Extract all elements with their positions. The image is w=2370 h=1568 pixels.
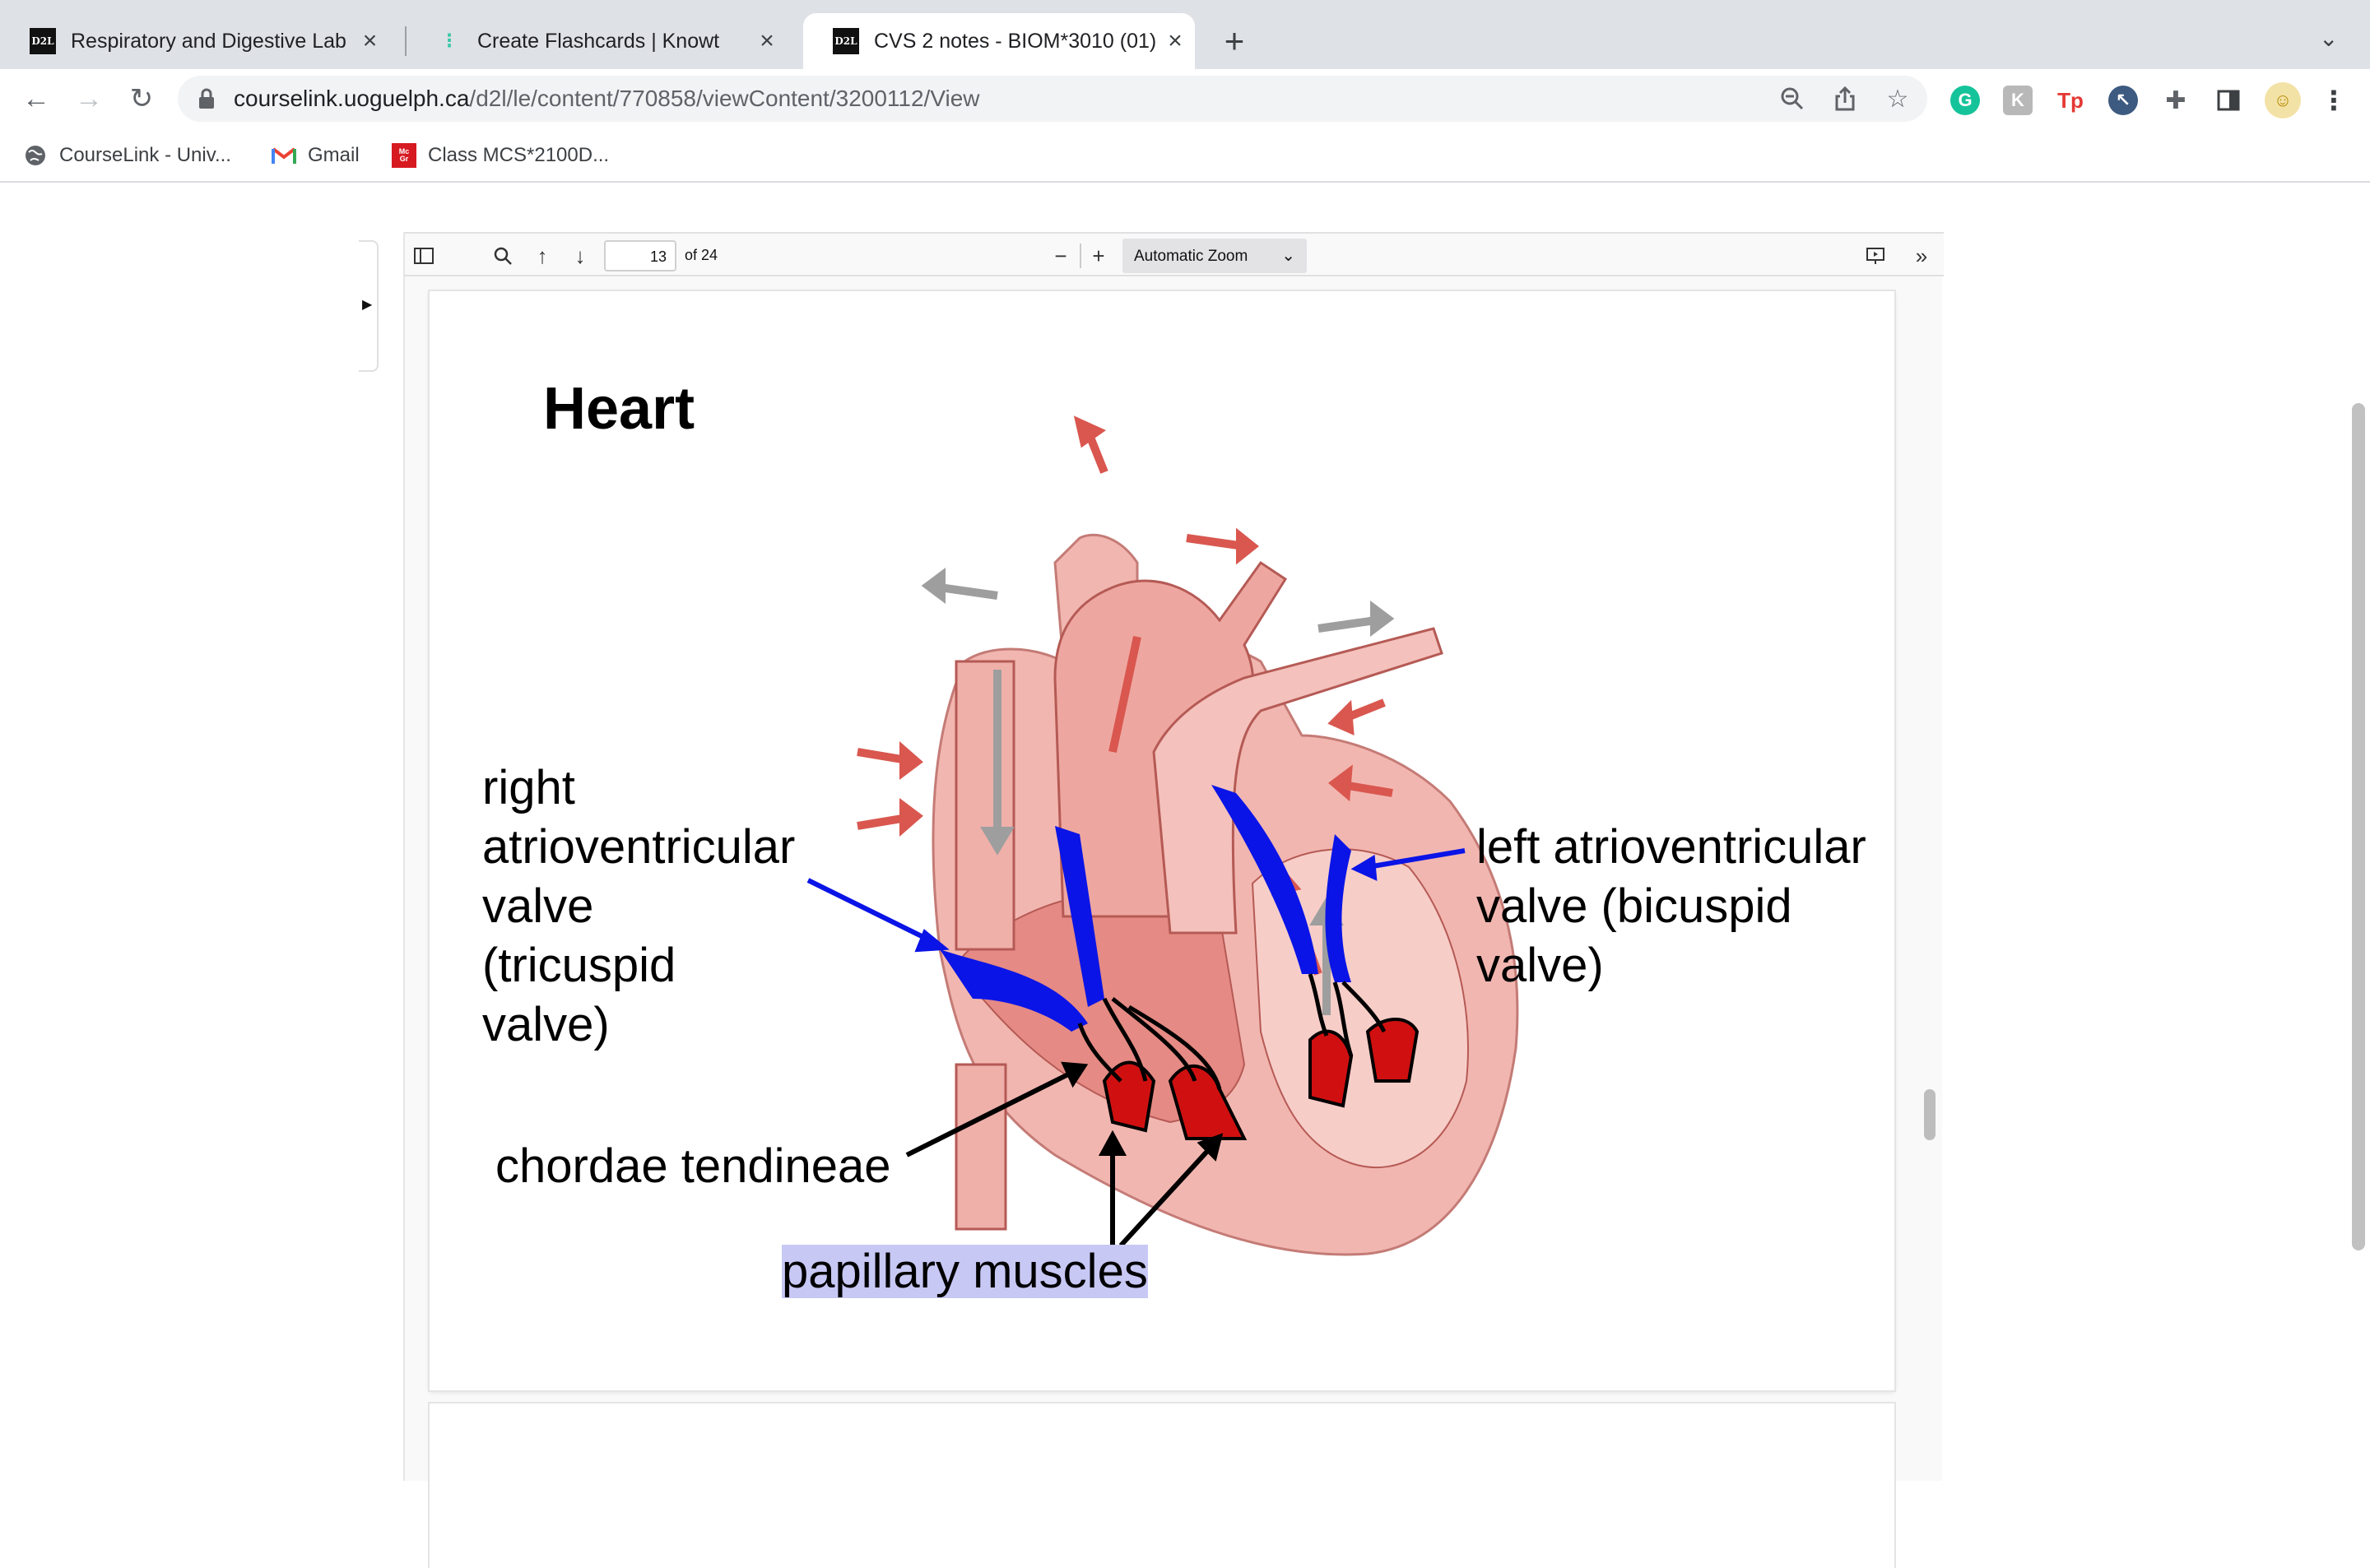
chevron-down-icon[interactable]: ⌄ [2319,26,2339,51]
label-line: (tricuspid [482,939,676,992]
pdf-scrollbar-thumb[interactable] [1924,1089,1936,1140]
next-page-icon[interactable]: ↓ [574,243,586,268]
zoom-select[interactable]: Automatic Zoom ⌄ [1122,239,1307,273]
label-line: right [482,761,575,814]
tab-cvs-notes[interactable]: D2L CVS 2 notes - BIOM*3010 (01) × [803,13,1195,69]
tab-title: Respiratory and Digestive Lab [71,29,346,53]
heart-diagram [806,415,1519,1256]
page-title: Heart [543,376,695,442]
chordae-tendineae-lines [1077,973,1387,1090]
cursor-extension-icon[interactable]: ↖ [2108,86,2138,115]
bookmark-label: CourseLink - Univ... [59,144,231,166]
zoom-out-icon[interactable]: − [1054,243,1067,268]
bookmark-star-icon[interactable]: ☆ [1886,85,1909,113]
papillary-muscle-left-2 [1365,1018,1420,1083]
superior-vena-cava [955,660,1015,951]
tab-respiratory-lab[interactable]: D2L Respiratory and Digestive Lab × [0,13,402,69]
zoom-value: Automatic Zoom [1134,248,1248,265]
label-line: left atrioventricular [1476,820,1866,874]
valve-annotation-arrows [806,848,1466,953]
sidebar-toggle-icon[interactable] [410,242,438,270]
forward-arrow-icon[interactable]: → [75,82,103,114]
page-scrollbar-thumb[interactable] [2352,403,2365,1250]
previous-page-icon[interactable]: ↑ [537,243,548,268]
tab-strip: D2L Respiratory and Digestive Lab × ⁝ Cr… [0,0,2370,69]
label-line: valve (bicuspid [1476,879,1792,933]
label-line: atrioventricular [482,820,796,874]
tab-title: CVS 2 notes - BIOM*3010 (01) [874,29,1157,53]
inferior-vena-cava [955,1063,1007,1231]
bookmark-label: Class MCS*2100D... [428,144,610,166]
back-arrow-icon[interactable]: ← [22,82,50,114]
share-icon[interactable] [1830,84,1860,114]
grammarly-icon[interactable]: G [1950,86,1980,115]
gmail-icon [272,143,296,168]
label-line: valve) [482,998,610,1051]
annotation-arrows [905,1061,1224,1248]
d2l-favicon-icon: D2L [30,28,56,54]
pulmonary-trunk [1152,627,1443,935]
address-bar[interactable]: courselink.uoguelph.ca/d2l/le/content/77… [178,76,1927,122]
side-panel-icon[interactable] [2214,86,2243,115]
page-number-input[interactable]: 13 [604,240,676,271]
sidebar-toggle[interactable]: ▶ [359,240,379,372]
page-content: ▶ ↑ ↓ 13 of 24 − + Automatic Zoom ⌄ » Hea… [0,183,2370,1568]
right-ventricle [955,891,1246,1124]
mitral-valve-cusp-2 [1325,834,1351,982]
pulmonary-valve-cusp [1055,826,1104,1007]
tp-extension-icon[interactable]: Tp [2057,87,2084,113]
label-chordae-tendineae: chordae tendineae [495,1139,891,1193]
globe-icon [23,143,48,168]
tricuspid-valve-cusp [940,949,1088,1032]
browser-toolbar: ← → ↻ courselink.uoguelph.ca/d2l/le/cont… [0,69,2370,128]
pdf-viewer: ↑ ↓ 13 of 24 − + Automatic Zoom ⌄ » Heart [403,232,1944,1568]
bookmark-courselink[interactable]: CourseLink - Univ... [23,141,231,169]
avatar[interactable]: ☺ [2265,82,2301,118]
close-icon[interactable]: × [760,27,774,54]
bookmark-gmail[interactable]: Gmail [272,141,360,169]
close-icon[interactable]: × [362,27,378,54]
tab-title: Create Flashcards | Knowt [477,29,720,53]
lock-icon [199,88,214,109]
venous-flow-arrows [921,568,1395,1015]
page-count: of 24 [685,247,718,263]
label-papillary-muscles: papillary muscles [782,1242,1148,1301]
zoom-in-icon[interactable]: + [1092,243,1105,268]
tab-knowt[interactable]: ⁝ Create Flashcards | Knowt × [407,13,800,69]
label-right-av-valve: right atrioventricular valve (tricuspid … [482,758,795,1055]
extension-icon[interactable]: K [2003,86,2033,115]
highlighted-text: papillary muscles [782,1245,1148,1298]
d2l-favicon-icon: D2L [833,28,859,54]
search-icon[interactable] [489,242,517,270]
new-tab-icon[interactable]: + [1224,21,1245,60]
mitral-valve-cusp-1 [1211,785,1318,974]
pdf-next-page [430,1403,1894,1568]
reload-icon[interactable]: ↻ [129,83,154,114]
close-icon[interactable]: × [1168,27,1183,54]
label-line: valve [482,879,594,933]
label-line: valve) [1476,939,1604,992]
url-host: courselink.uoguelph.ca [234,86,470,111]
puzzle-icon[interactable]: ✚ [2165,86,2186,114]
tools-menu-icon[interactable]: » [1915,243,1928,268]
pdf-toolbar: ↑ ↓ 13 of 24 − + Automatic Zoom ⌄ » [405,232,1944,276]
bookmark-label: Gmail [308,144,360,166]
caret-right-icon: ▶ [362,298,373,312]
pdf-page: Heart [430,291,1894,1390]
kebab-menu-icon[interactable]: ⋮ [2321,86,2347,115]
url-text[interactable]: courselink.uoguelph.ca/d2l/le/content/77… [234,86,980,112]
url-path: /d2l/le/content/770858/viewContent/32001… [469,86,980,111]
papillary-muscle-right-2 [1168,1064,1248,1140]
divider [1080,244,1081,268]
presentation-mode-icon[interactable] [1861,242,1889,270]
knowt-icon: ⁝ [445,29,453,53]
papillary-muscle-left-1 [1308,1029,1354,1108]
zoom-out-icon[interactable] [1778,84,1807,114]
tab-separator [405,26,407,56]
label-left-av-valve: left atrioventricular valve (bicuspid va… [1476,818,1866,995]
chevron-down-icon: ⌄ [1281,247,1295,265]
